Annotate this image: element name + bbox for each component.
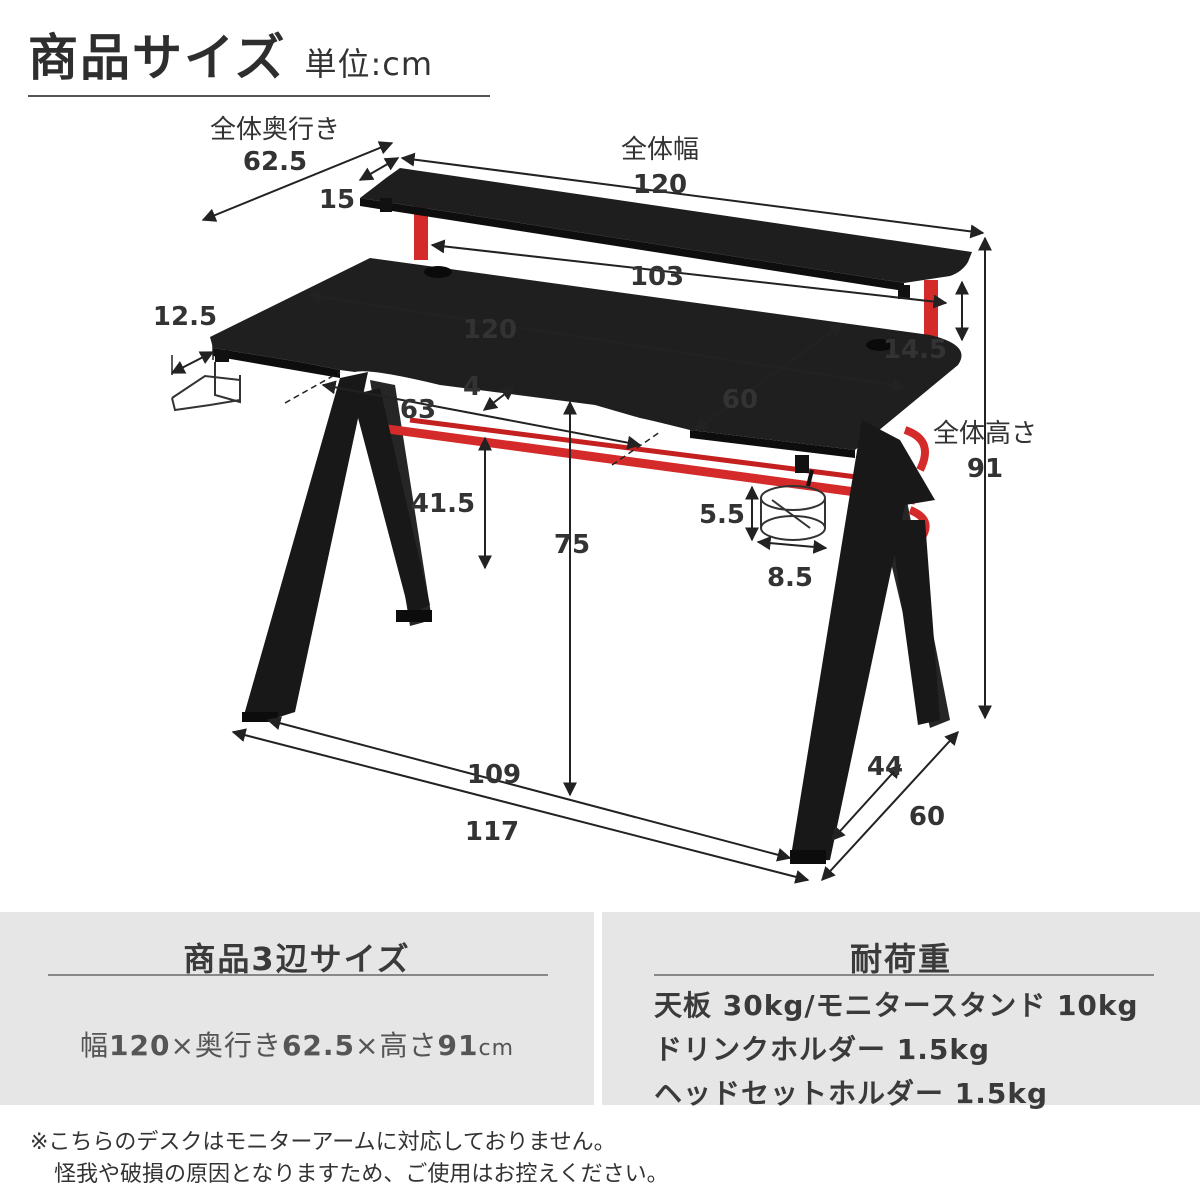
note-line-2: 怪我や破損の原因となりますため、ご使用はお控えください。 [54, 1162, 669, 1187]
base-outer-width-value: 117 [465, 817, 519, 847]
overall-width-label: 全体幅 [621, 135, 699, 165]
dimension-lines [170, 141, 992, 884]
width-value: 120 [109, 1029, 171, 1062]
load-panel-rule [654, 974, 1154, 976]
overall-height-value: 91 [967, 454, 1003, 484]
load-panel: 耐荷重 天板 30kg/モニタースタンド 10kg ドリンクホルダー 1.5kg… [602, 912, 1200, 1110]
load-item-drink-holder: ドリンクホルダー 1.5kg [654, 1033, 991, 1066]
depth-label: 奥行き [194, 1029, 282, 1062]
load-item-headset-holder: ヘッドセットホルダー 1.5kg [654, 1077, 1049, 1110]
width-label: 幅 [79, 1029, 109, 1062]
unit-label: 単位:cm [304, 45, 434, 83]
size-panel-rule [48, 974, 548, 976]
note-line-1: ※こちらのデスクはモニターアームに対応しておりません。 [30, 1130, 616, 1155]
hook-size-value: 12.5 [153, 302, 217, 332]
desk-height-value: 75 [554, 530, 590, 560]
leg-clearance-value: 63 [400, 395, 436, 425]
unit-text: cm [478, 1036, 515, 1061]
shelf-width-value: 103 [630, 262, 684, 292]
load-list: 天板 30kg/モニタースタンド 10kg ドリンクホルダー 1.5kg ヘッド… [654, 984, 1139, 1116]
base-outer-depth-value: 60 [909, 802, 945, 832]
desk-diagram: 全体奥行き 62.5 全体幅 120 15 103 120 14.5 12.5 … [153, 115, 1037, 884]
size-panel-heading: 商品3辺サイズ [183, 940, 411, 978]
times-sign: × [355, 1029, 380, 1062]
base-inner-depth-value: 44 [867, 752, 903, 782]
page-title: 商品サイズ [28, 29, 287, 87]
depth-value: 62.5 [281, 1029, 356, 1062]
size-panel-body: 幅120×奥行き62.5×高さ91cm [0, 1024, 594, 1064]
top-thickness-value: 4 [463, 372, 481, 402]
title-underline [28, 95, 490, 97]
title-block: 商品サイズ 単位:cm [28, 18, 433, 90]
shelf-height-value: 14.5 [883, 335, 947, 365]
times-sign: × [170, 1029, 195, 1062]
top-width-value: 120 [463, 315, 517, 345]
cup-height-value: 5.5 [699, 500, 745, 530]
dashed-guides [284, 371, 661, 466]
size-panel: 商品3辺サイズ 幅120×奥行き62.5×高さ91cm [0, 912, 594, 1105]
overall-width-value: 120 [633, 170, 687, 200]
base-inner-width-value: 109 [467, 760, 521, 790]
overall-depth-label: 全体奥行き [210, 115, 340, 145]
overall-depth-value: 62.5 [243, 147, 307, 177]
top-depth-value: 60 [722, 385, 758, 415]
height-label: 高さ [379, 1029, 438, 1062]
load-item-top: 天板 30kg/モニタースタンド 10kg [654, 989, 1139, 1022]
knee-height-value: 41.5 [411, 489, 475, 519]
shelf-depth-value: 15 [319, 185, 355, 215]
load-panel-heading: 耐荷重 [849, 940, 952, 978]
height-value: 91 [437, 1029, 479, 1062]
cup-diameter-value: 8.5 [767, 563, 813, 593]
headset-hook [171, 362, 241, 412]
overall-height-label: 全体高さ [933, 419, 1037, 449]
